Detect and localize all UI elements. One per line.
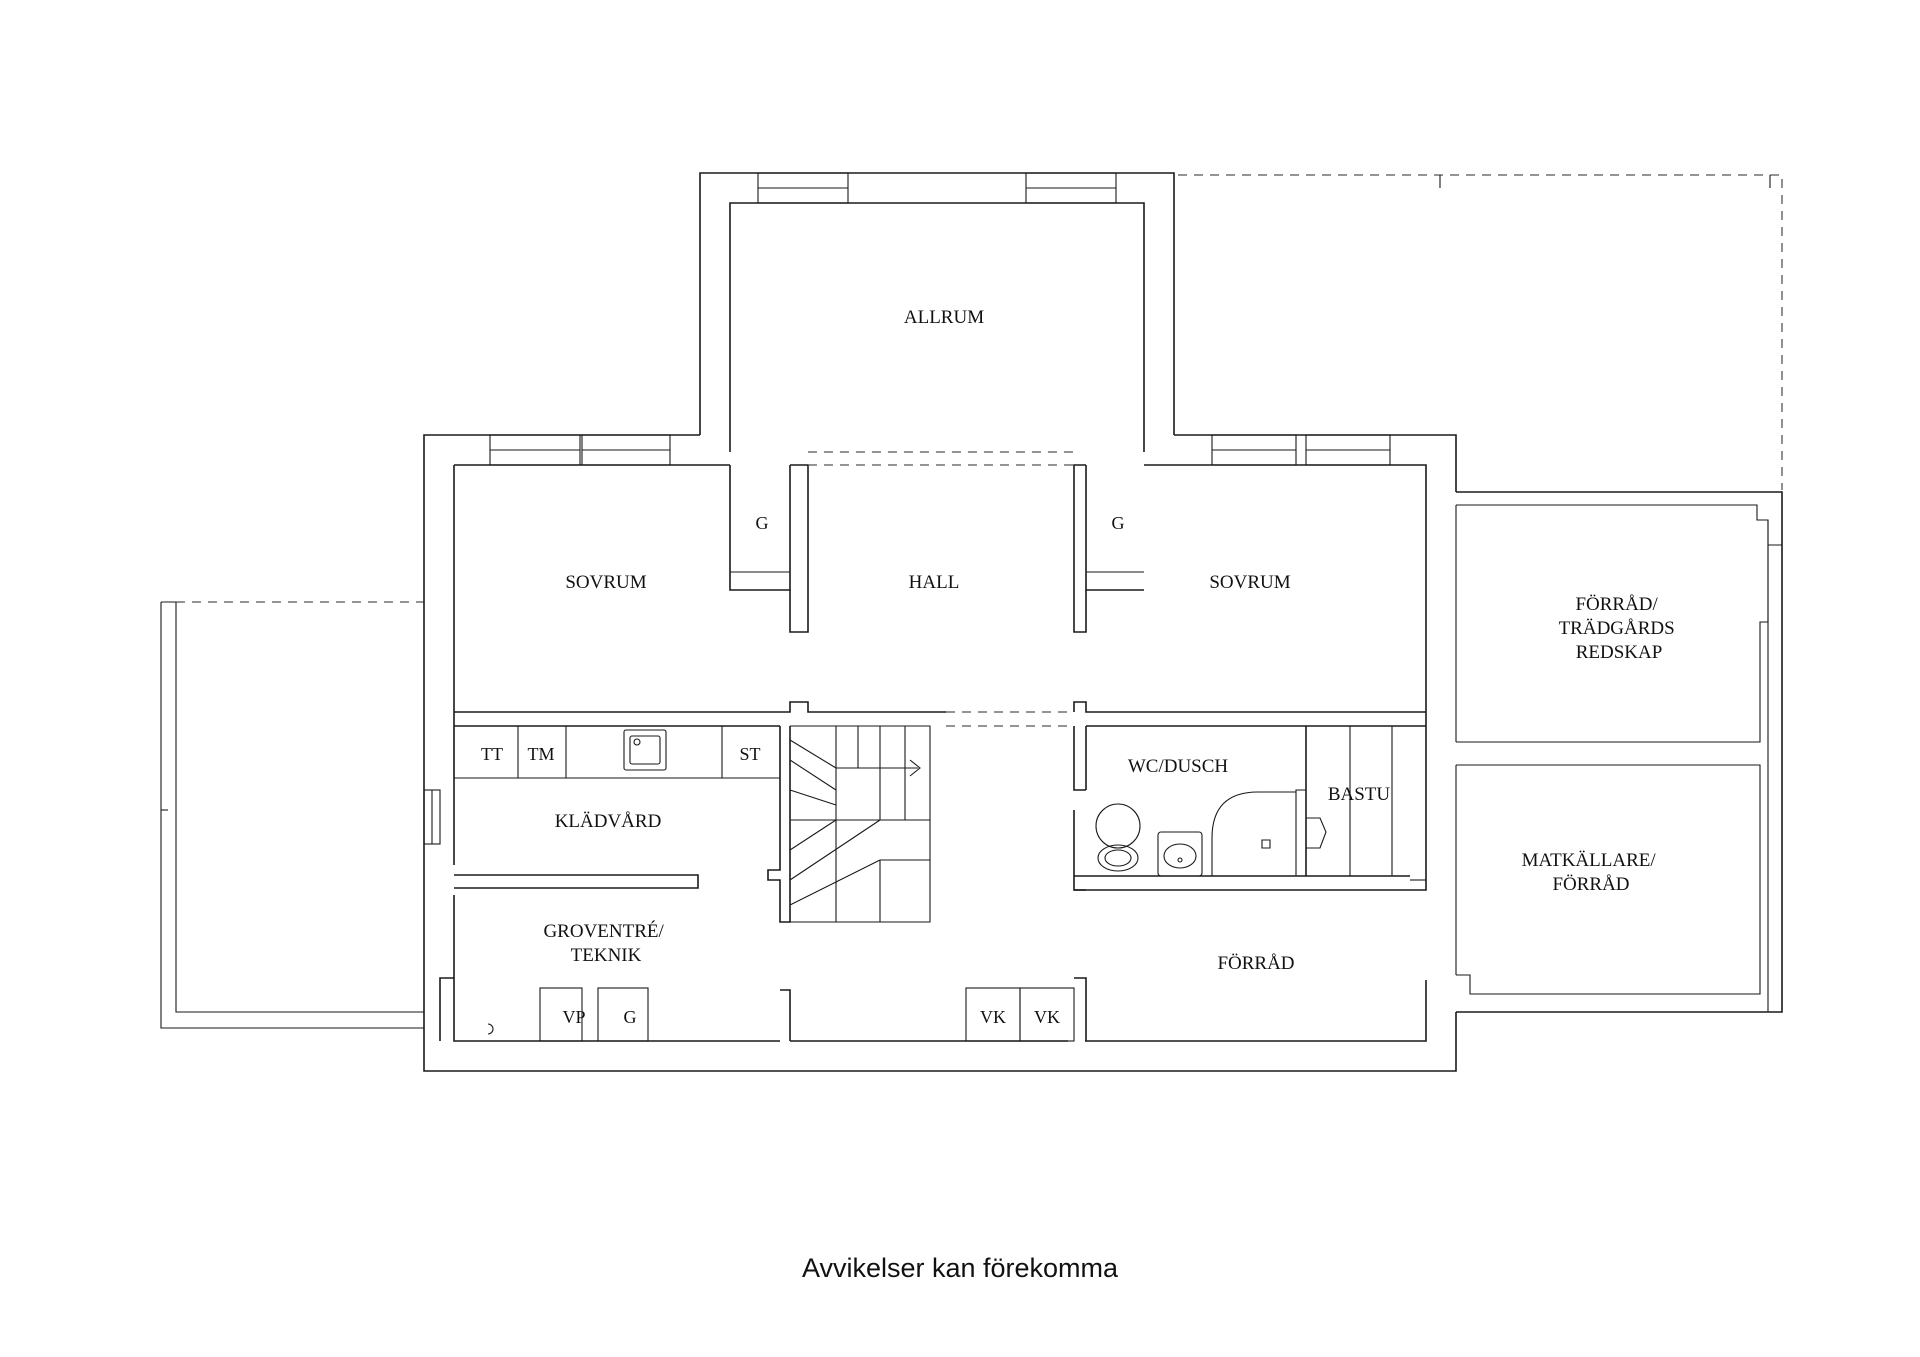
room-hall: HALL: [909, 572, 960, 593]
fixture-wardrobe-left: G: [756, 513, 769, 533]
room-matkallare-line2: FÖRRÅD: [1552, 874, 1629, 895]
shower: [1211, 791, 1296, 876]
room-groventre-line1: GROVENTRÉ/: [543, 920, 664, 942]
fixture-washing-machine: TM: [528, 744, 555, 764]
room-forrad-tradgard-line2: TRÄDGÅRDS: [1559, 618, 1675, 639]
room-bastu: BASTU: [1328, 784, 1391, 805]
windows: [423, 172, 1391, 845]
room-matkallare-line1: MATKÄLLARE/: [1522, 850, 1657, 871]
fixture-heat-pump: VP: [562, 1007, 585, 1027]
staircase: [789, 726, 930, 922]
disclaimer-caption: Avvikelser kan förekomma: [801, 1253, 1119, 1283]
outdoor-area-left: [160, 601, 424, 1029]
utility-cabinets: [487, 987, 1075, 1042]
fixture-water-heater-2: VK: [1034, 1007, 1060, 1027]
room-forrad-tradgard-line1: FÖRRÅD/: [1575, 594, 1658, 615]
fixture-cabinet: ST: [739, 744, 760, 764]
room-matkallare: MATKÄLLARE/ FÖRRÅD: [1522, 850, 1661, 895]
interior-walls: [439, 451, 1427, 1042]
laundry-sink: [623, 729, 667, 771]
room-forrad-tradgard-line3: REDSKAP: [1576, 642, 1663, 663]
fixture-wardrobe-entry: G: [624, 1007, 637, 1027]
room-sovrum-right: SOVRUM: [1209, 572, 1290, 593]
room-groventre: GROVENTRÉ/ TEKNIK: [543, 920, 668, 966]
toilet: [1095, 803, 1141, 872]
room-groventre-line2: TEKNIK: [571, 945, 642, 966]
fixture-water-heater-1: VK: [980, 1007, 1006, 1027]
room-forrad-tradgard: FÖRRÅD/ TRÄDGÅRDS REDSKAP: [1559, 594, 1680, 663]
room-wc-dusch: WC/DUSCH: [1128, 756, 1229, 777]
washbasin: [1157, 831, 1203, 877]
outdoor-area-right: [1178, 174, 1783, 490]
fixture-wardrobe-right: G: [1112, 513, 1125, 533]
sauna-heater: [1306, 817, 1327, 849]
room-kladvard: KLÄDVÅRD: [555, 811, 662, 832]
room-allrum: ALLRUM: [904, 307, 984, 328]
room-sovrum-left: SOVRUM: [565, 572, 646, 593]
room-forrad: FÖRRÅD: [1217, 953, 1294, 974]
fixture-tumble-dryer: TT: [481, 744, 503, 764]
